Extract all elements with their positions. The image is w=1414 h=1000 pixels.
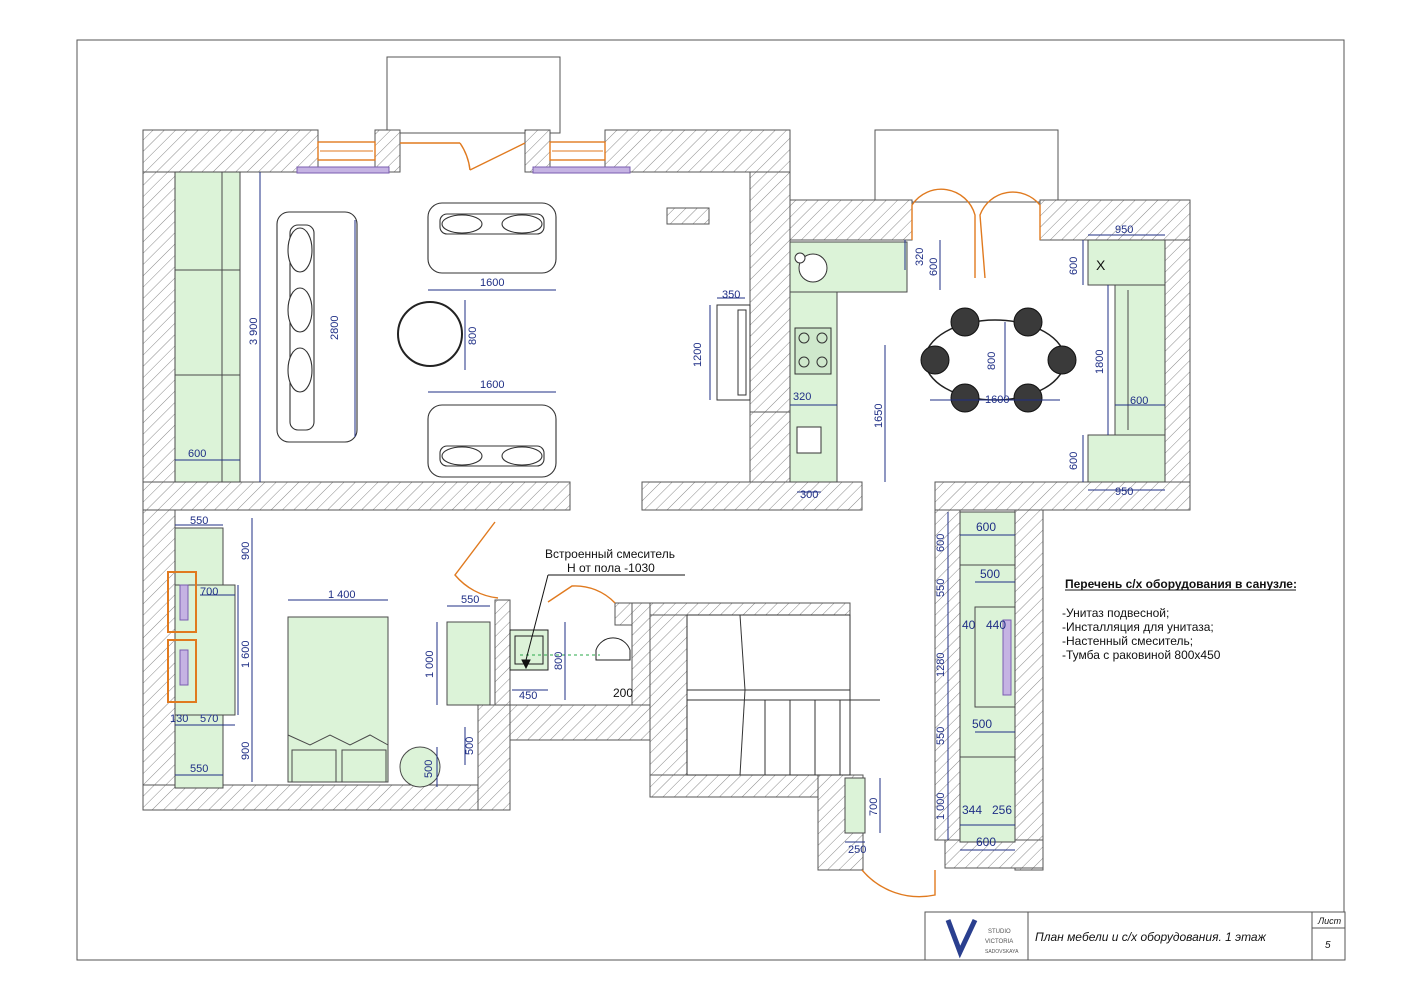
- dimension-lines: [175, 172, 1165, 851]
- corner-sofa: [276, 211, 358, 443]
- top-windows: [296, 141, 631, 174]
- living-shelving: [174, 171, 241, 483]
- coffee-table: [397, 301, 463, 367]
- bedroom-wardrobe: [167, 527, 236, 789]
- nightstand: [399, 746, 441, 788]
- tv-unit: [716, 304, 751, 401]
- right-closets: [959, 511, 1016, 843]
- walls: [142, 129, 1191, 871]
- bathroom-fixtures: [509, 629, 631, 671]
- mixer-callout: [521, 574, 685, 670]
- kitchen-units: [789, 241, 908, 483]
- sofa-bottom: [427, 404, 557, 478]
- stair-shoe-rack: [844, 777, 866, 834]
- doors: [400, 142, 1041, 898]
- sofa-top: [427, 202, 557, 274]
- balcony-top: [386, 56, 561, 134]
- right-storage: [1087, 239, 1166, 483]
- title-block: [924, 911, 1346, 961]
- staircase: [686, 614, 880, 776]
- bed: [287, 616, 389, 783]
- dresser: [446, 621, 491, 706]
- sheet-frame: [76, 39, 1345, 961]
- dining-chairs: [920, 307, 1077, 413]
- balcony-right: [874, 129, 1059, 203]
